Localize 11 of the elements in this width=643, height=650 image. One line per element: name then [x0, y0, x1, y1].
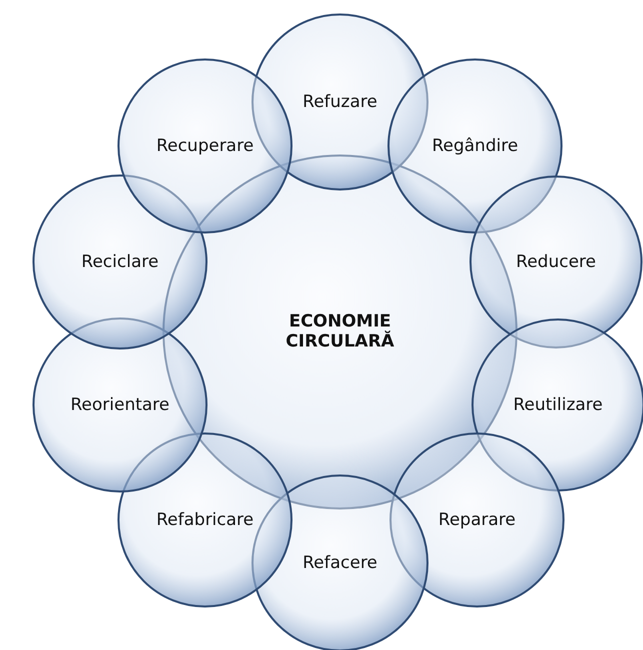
- bubble-label: Reutilizare: [513, 395, 603, 415]
- bubble-label: Reorientare: [70, 395, 170, 415]
- bubble-label: Refacere: [302, 553, 378, 573]
- bubble-label: Reducere: [516, 252, 596, 272]
- bubble-label: Recuperare: [156, 136, 254, 156]
- bubble-label: Regândire: [432, 136, 518, 156]
- bubble-label: Refabricare: [156, 510, 254, 530]
- bubble-label: Reparare: [438, 510, 516, 530]
- bubble-label: Reciclare: [81, 252, 159, 272]
- central-title: ECONOMIE CIRCULARĂ: [284, 312, 396, 352]
- bubble-label: Refuzare: [302, 92, 378, 112]
